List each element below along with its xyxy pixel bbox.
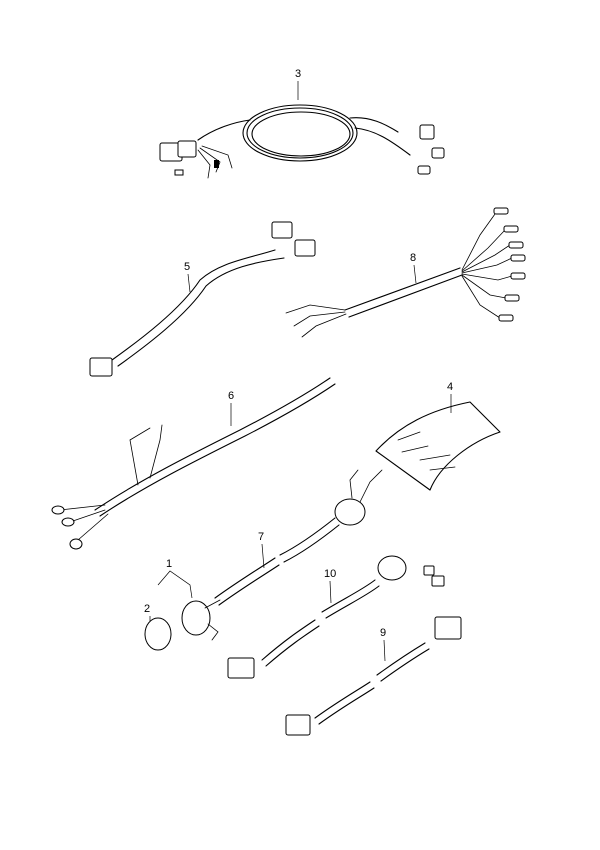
connector — [177, 140, 197, 158]
leader-7 — [261, 543, 265, 569]
socket — [181, 600, 211, 636]
part-9-harness: 9 — [285, 616, 462, 736]
leader-10 — [329, 580, 332, 604]
coupler — [285, 714, 311, 736]
callout-6: 6 — [228, 390, 234, 402]
connector — [89, 357, 113, 377]
connector — [294, 239, 316, 257]
connector — [419, 124, 435, 140]
callout-9: 9 — [380, 627, 386, 639]
callout-7: 7 — [258, 531, 264, 543]
cap — [144, 617, 172, 651]
part-7-harness: 7 — [214, 469, 383, 606]
leader-8 — [413, 264, 417, 284]
connector — [271, 221, 293, 239]
part-1-2-socket: 1 2 — [144, 558, 221, 651]
part-3-main-harness: 3 — [159, 68, 445, 179]
leader-9 — [383, 639, 386, 662]
callout-2: 2 — [144, 603, 150, 615]
callout-10: 10 — [324, 568, 336, 580]
callout-8: 8 — [410, 252, 416, 264]
callout-1: 1 — [166, 558, 172, 570]
part-10-harness: 10 — [227, 555, 445, 679]
coupler — [227, 657, 255, 679]
part-8-sub-harness: 8 — [285, 207, 526, 338]
leader-1 — [157, 570, 193, 599]
callout-3: 3 — [295, 68, 301, 80]
callout-5: 5 — [184, 261, 190, 273]
leader-5 — [187, 273, 191, 293]
connector — [434, 616, 462, 640]
part-4-parts-bag: 4 — [375, 381, 501, 491]
callout-4: 4 — [447, 381, 453, 393]
part-6-harness: 6 — [51, 377, 336, 550]
part-5-harness: 5 — [89, 221, 316, 377]
